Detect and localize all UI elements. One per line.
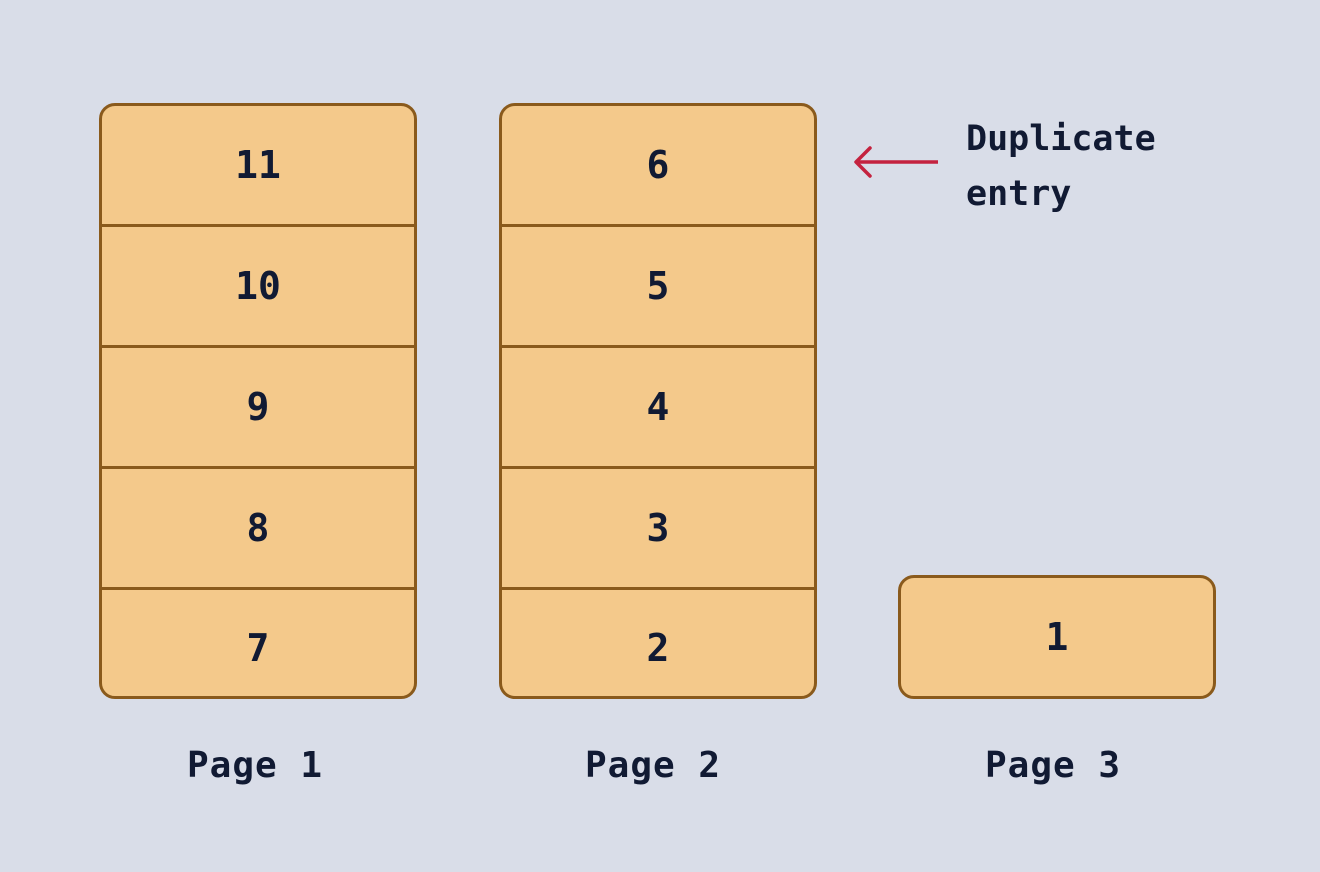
entry-cell: 2 — [646, 625, 670, 670]
left-arrow-icon — [854, 146, 938, 178]
page-1-stack: 11 10 9 8 7 — [99, 103, 417, 699]
page-2-stack: 6 5 4 3 2 — [499, 103, 817, 699]
entry-cell: 3 — [502, 469, 814, 590]
page-1-label: Page 1 — [186, 745, 324, 786]
page-3-label: Page 3 — [984, 745, 1122, 786]
page-2-label: Page 2 — [584, 745, 722, 786]
page-3-stack: 1 — [898, 575, 1216, 699]
entry-cell: 8 — [102, 469, 414, 590]
duplicate-entry-cell: 6 — [502, 106, 814, 227]
entry-cell: 11 — [102, 106, 414, 227]
entry-cell: 7 — [246, 625, 270, 670]
entry-cell: 9 — [102, 348, 414, 469]
entry-cell: 4 — [502, 348, 814, 469]
entry-cell: 5 — [502, 227, 814, 348]
duplicate-entry-annotation: Duplicate entry — [966, 119, 1156, 214]
arrow-head — [854, 146, 872, 178]
entry-cell: 10 — [102, 227, 414, 348]
entry-cell: 1 — [1045, 615, 1069, 659]
